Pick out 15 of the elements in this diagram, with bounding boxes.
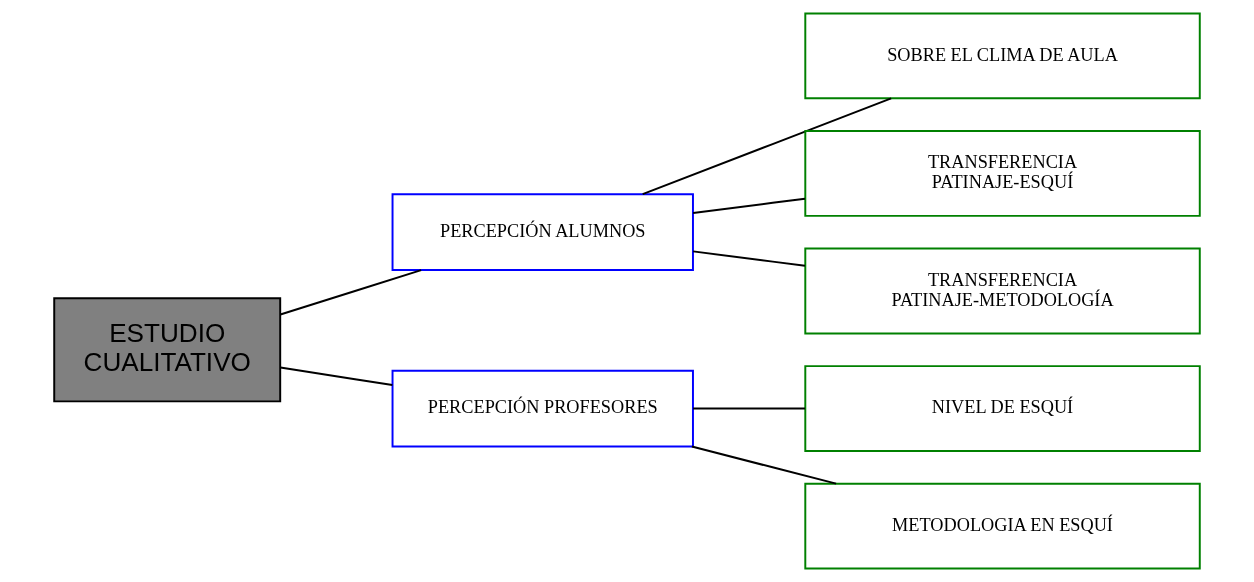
node-box: METODOLOGIA EN ESQUÍ <box>804 482 1201 570</box>
node-box: TRANSFERENCIA PATINAJE-ESQUÍ <box>804 130 1201 217</box>
node-box: TRANSFERENCIA PATINAJE-METODOLOGÍA <box>804 247 1201 335</box>
node-box: ESTUDIO CUALITATIVO <box>53 297 282 403</box>
node-box: SOBRE EL CLIMA DE AULA <box>804 12 1201 100</box>
connector <box>692 250 806 267</box>
connector <box>690 445 838 485</box>
node-box: NIVEL DE ESQUÍ <box>804 365 1201 452</box>
connector <box>692 197 806 215</box>
connector <box>692 407 806 410</box>
connector <box>279 366 394 387</box>
node-box: PERCEPCIÓN PROFESORES <box>391 369 694 448</box>
node-box: PERCEPCIÓN ALUMNOS <box>391 193 694 272</box>
connector <box>279 269 423 316</box>
connector <box>641 97 893 196</box>
